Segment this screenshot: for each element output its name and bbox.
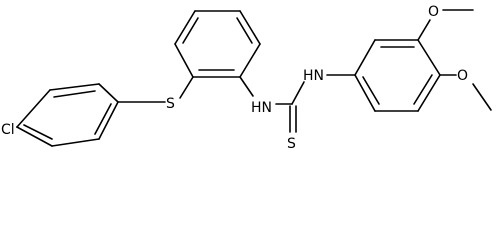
chlorine-label: Cl (1, 122, 15, 138)
amine-left-label: HN (251, 100, 272, 116)
central-phenyl-ring (174, 10, 261, 78)
ring-o-top-bond (417, 19, 431, 41)
thioether-sulfur-label: S (166, 96, 175, 112)
c-nh-bond (291, 81, 305, 105)
amine-right-label: HN (303, 68, 324, 84)
ring-nh-bond (239, 76, 254, 97)
oxygen-right-label: O (457, 68, 468, 84)
dimethoxyphenyl-ring (354, 39, 441, 112)
molecule-drawing: Cl S HN S HN O (1, 4, 492, 152)
chlorophenyl-ring (16, 83, 119, 147)
s-ring-bond (179, 76, 194, 99)
structure-canvas: Cl S HN S HN O (1, 4, 492, 152)
o-methyl-right-bond (472, 83, 492, 111)
oxygen-top-label: O (428, 4, 439, 20)
thione-sulfur-label: S (287, 136, 296, 152)
